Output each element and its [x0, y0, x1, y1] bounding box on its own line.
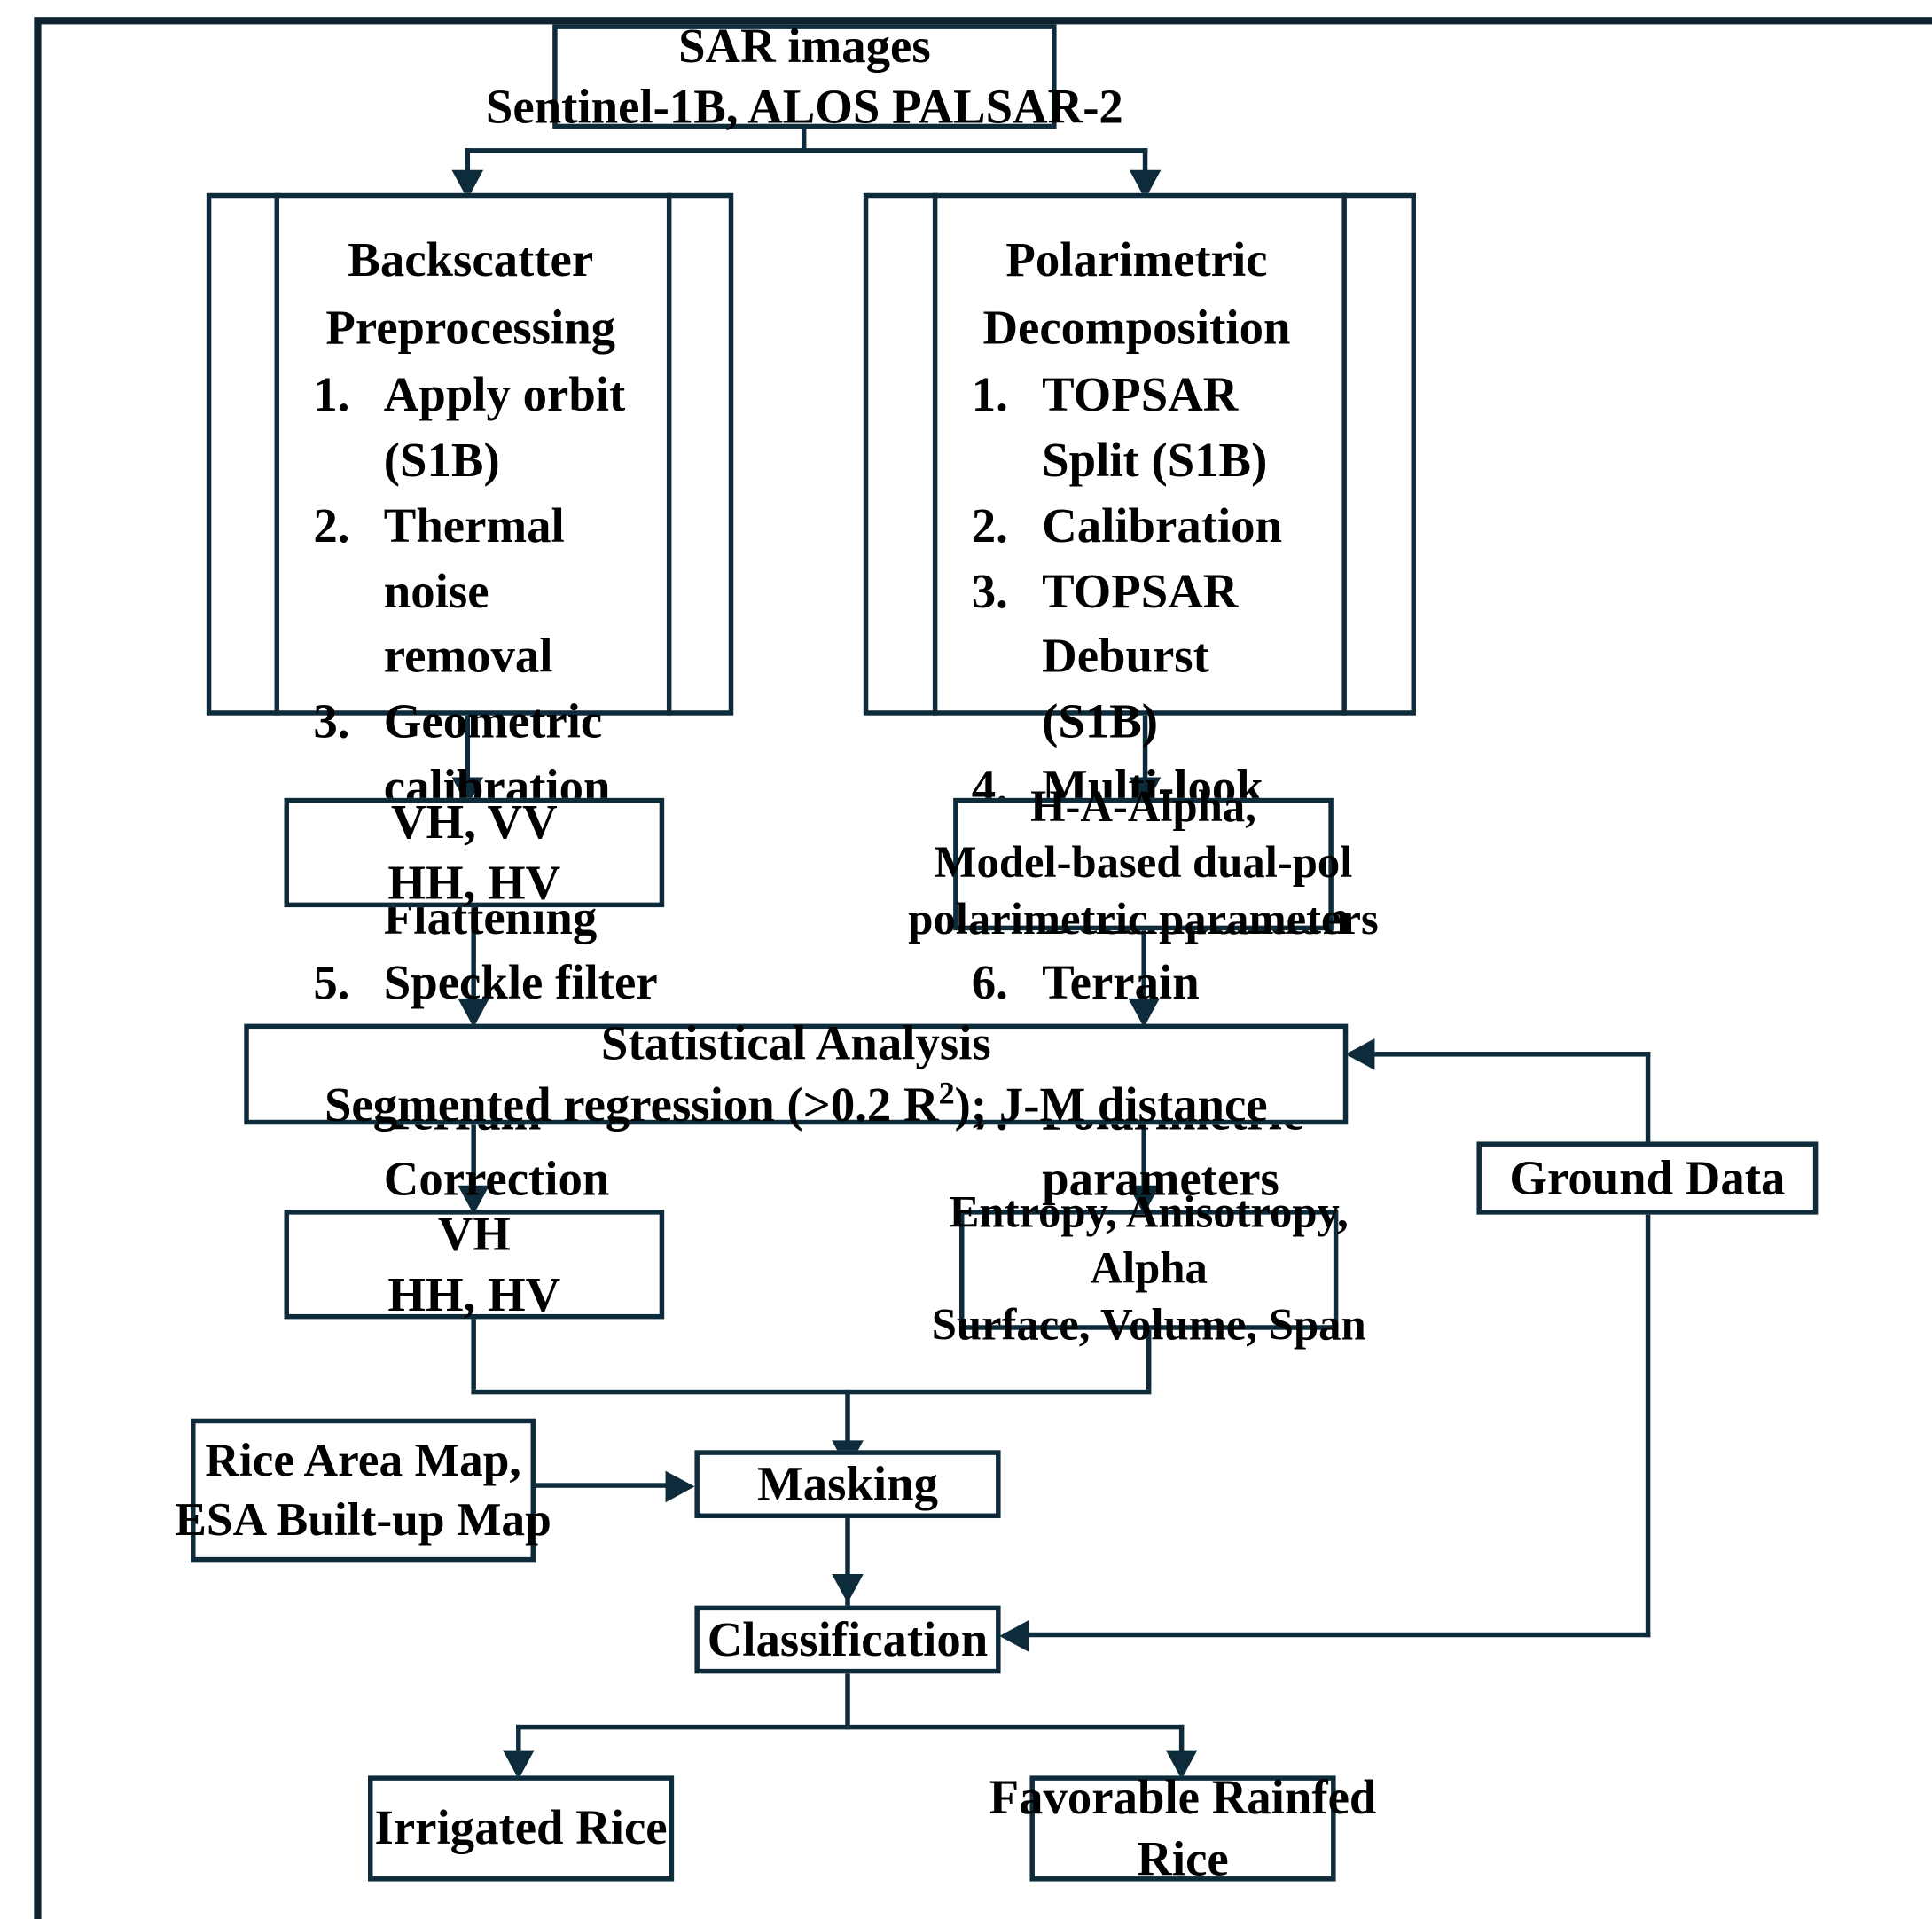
sar-images-line-2: Sentinel-1B, ALOS PALSAR-2 [485, 79, 1123, 134]
ancillary-maps-line-2: ESA Built-up Map [175, 1493, 551, 1547]
node-irrigated-rice: Irrigated Rice [367, 1775, 675, 1882]
node-selected-backscatter: VH HH, HV [284, 1205, 665, 1321]
arrow-masking-to-classification [832, 1574, 864, 1603]
node-selected-polarimetric: Entropy, Anisotropy, Alpha Surface, Volu… [932, 1187, 1366, 1351]
node-rainfed-rice: Favorable Rainfed Rice [989, 1770, 1377, 1886]
connector-ground-to-stat-h [1372, 1052, 1651, 1057]
node-sar-images: SAR images Sentinel-1B, ALOS PALSAR-2 [486, 18, 1123, 134]
node-masking: Masking [694, 1450, 1001, 1519]
connector-stat-to-vh [471, 1124, 476, 1210]
list-item: Thermal noise removal [362, 493, 661, 689]
rainfed-rice-line-2: Rice [1137, 1830, 1229, 1886]
masking-label: Masking [757, 1455, 938, 1511]
diagram-frame [34, 17, 1932, 1919]
arrow-to-statistical-right [1128, 998, 1160, 1028]
backscatter-output-line-2: HH, HV [387, 855, 561, 910]
ancillary-maps-line-1: Rice Area Map, [205, 1434, 521, 1487]
selected-polarimetric-line-2: Alpha [1090, 1243, 1208, 1294]
arrow-maps-to-masking [665, 1470, 695, 1503]
connector-maps-to-masking [536, 1483, 669, 1488]
backscatter-heading-line-1: Backscatter [348, 231, 594, 287]
connector-sar-to-left [465, 148, 471, 183]
sar-images-line-1: SAR images [678, 18, 931, 73]
connector-to-rainfed [1178, 1724, 1185, 1763]
node-backscatter-output: VH, VV HH, HV [284, 794, 665, 910]
list-item: TOPSAR Split (S1B) [1020, 362, 1335, 492]
polarimetric-heading-line-2: Decomposition [982, 299, 1291, 355]
selected-backscatter-line-2: HH, HV [387, 1266, 561, 1322]
selected-polarimetric-line-3: Surface, Volume, Span [931, 1300, 1366, 1351]
connector-ground-to-class-h [1026, 1632, 1651, 1638]
polarimetric-output-line-1: H-A-Alpha, [1030, 781, 1256, 832]
backscatter-output-line-1: VH, VV [390, 794, 558, 849]
connector-ground-to-class-v [1645, 1214, 1651, 1638]
selected-polarimetric-line-1: Entropy, Anisotropy, [949, 1187, 1349, 1238]
connector-vh-merge-down [471, 1319, 476, 1390]
polarimetric-heading-line-1: Polarimetric [1005, 231, 1268, 287]
node-ground-data: Ground Data [1476, 1141, 1819, 1215]
connector-merge-to-masking [845, 1389, 850, 1453]
classification-label: Classification [707, 1611, 989, 1666]
node-ancillary-maps: Rice Area Map, ESA Built-up Map [175, 1418, 551, 1563]
connector-sar-down [801, 129, 807, 151]
node-classification: Classification [694, 1605, 1001, 1674]
polarimetric-output-line-2: Model-based dual-pol [934, 838, 1353, 889]
backscatter-divider-left [274, 192, 280, 716]
list-item: Speckle filter [362, 951, 661, 1016]
rainfed-rice-line-1: Favorable Rainfed [989, 1769, 1377, 1825]
list-item: TOPSAR Deburst (S1B) [1020, 558, 1335, 754]
statistical-analysis-title: Statistical Analysis [600, 1015, 991, 1070]
irrigated-rice-label: Irrigated Rice [374, 1800, 668, 1855]
selected-backscatter-line-1: VH [437, 1205, 511, 1261]
polarimetric-content: Polarimetric Decomposition TOPSAR Split … [937, 198, 1349, 1206]
connector-polarimetric-down [1142, 715, 1148, 790]
polarimetric-divider-right [1341, 192, 1347, 716]
ground-data-label: Ground Data [1509, 1149, 1786, 1205]
connector-stat-to-entropy [1141, 1124, 1146, 1210]
arrow-to-irrigated-rice [503, 1750, 535, 1780]
node-polarimetric-output: H-A-Alpha, Model-based dual-pol polarime… [908, 781, 1378, 944]
connector-sar-to-right [1142, 148, 1148, 183]
backscatter-divider-right [666, 192, 672, 716]
node-backscatter-preprocessing: Backscatter Preprocessing Apply orbit (S… [206, 192, 734, 1272]
list-item: Apply orbit (S1B) [362, 362, 661, 492]
node-polarimetric-decomposition: Polarimetric Decomposition TOPSAR Split … [863, 192, 1416, 1206]
list-item: Calibration [1020, 493, 1335, 559]
connector-to-irrigated [516, 1724, 521, 1763]
connector-backscatter-output-down [471, 907, 476, 1017]
connector-entropy-merge-down [1146, 1329, 1152, 1390]
arrow-to-rainfed-rice [1165, 1750, 1198, 1780]
arrow-ground-to-classification [999, 1620, 1029, 1652]
connector-classification-down [845, 1673, 850, 1730]
connector-polarimetric-output-down [1141, 930, 1146, 1017]
connector-ground-to-stat-v [1645, 1052, 1651, 1145]
node-statistical-analysis: Statistical Analysis Segmented regressio… [244, 1015, 1349, 1132]
backscatter-heading-line-2: Preprocessing [325, 299, 616, 355]
backscatter-content: Backscatter Preprocessing Apply orbit (S… [279, 198, 661, 1272]
connector-masking-down [845, 1518, 850, 1611]
connector-outputs-h [516, 1724, 1185, 1730]
connector-sar-split-h [465, 148, 1148, 153]
arrow-to-statistical-left [458, 998, 489, 1028]
connector-backscatter-down [465, 715, 471, 790]
polarimetric-divider-left [932, 192, 938, 716]
polarimetric-output-line-3: polarimetric parameters [908, 895, 1379, 945]
statistical-analysis-subtitle: Segmented regression (>0.2 R2); J-M dist… [324, 1073, 1268, 1132]
connector-merge-h [471, 1389, 1152, 1395]
arrow-ground-to-statistical [1345, 1038, 1375, 1070]
